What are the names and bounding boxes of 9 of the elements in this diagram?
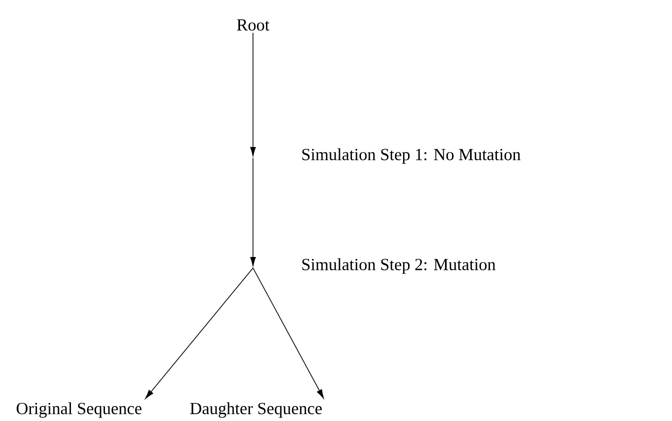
- node-label: Daughter Sequence: [190, 402, 322, 418]
- arrow: [250, 158, 256, 266]
- step-label: Simulation Step 1: No Mutation: [302, 148, 521, 164]
- arrow: [250, 32, 256, 156]
- arrow: [252, 268, 324, 398]
- node-label: Original Sequence: [16, 402, 142, 418]
- step-label: Simulation Step 2: Mutation: [302, 258, 496, 274]
- arrow: [145, 268, 254, 399]
- node-label: Root: [236, 19, 270, 31]
